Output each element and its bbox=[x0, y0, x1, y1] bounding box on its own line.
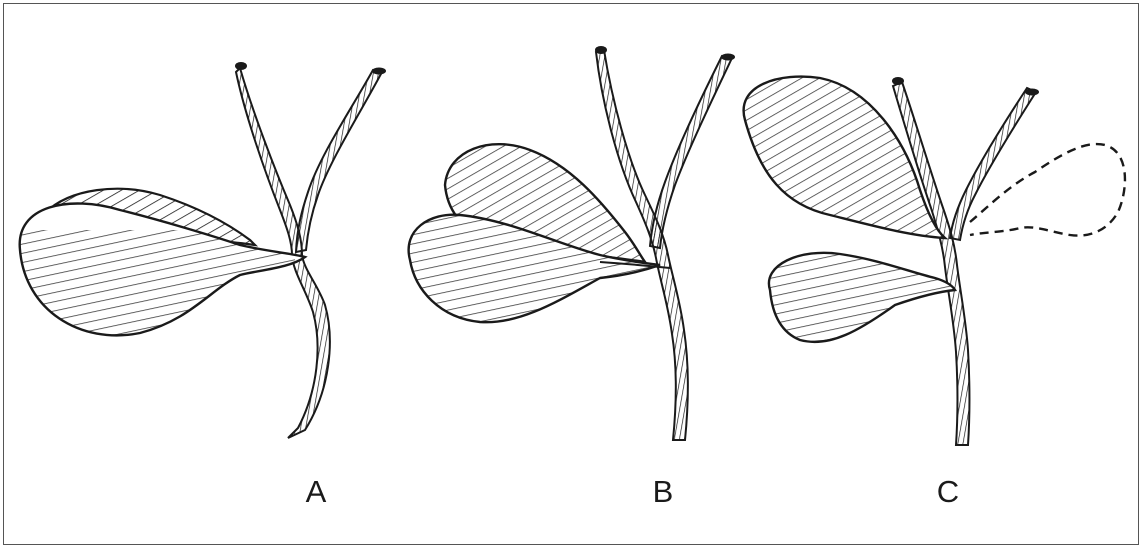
panel-b-drawing bbox=[400, 46, 735, 440]
panel-label-c: C bbox=[918, 476, 978, 507]
panel-c-duct-system bbox=[892, 77, 1039, 445]
panel-c-drawing bbox=[735, 70, 1125, 445]
panel-a-drawing bbox=[15, 62, 386, 438]
panel-label-a: A bbox=[286, 476, 346, 507]
panel-label-b: B bbox=[633, 476, 693, 507]
